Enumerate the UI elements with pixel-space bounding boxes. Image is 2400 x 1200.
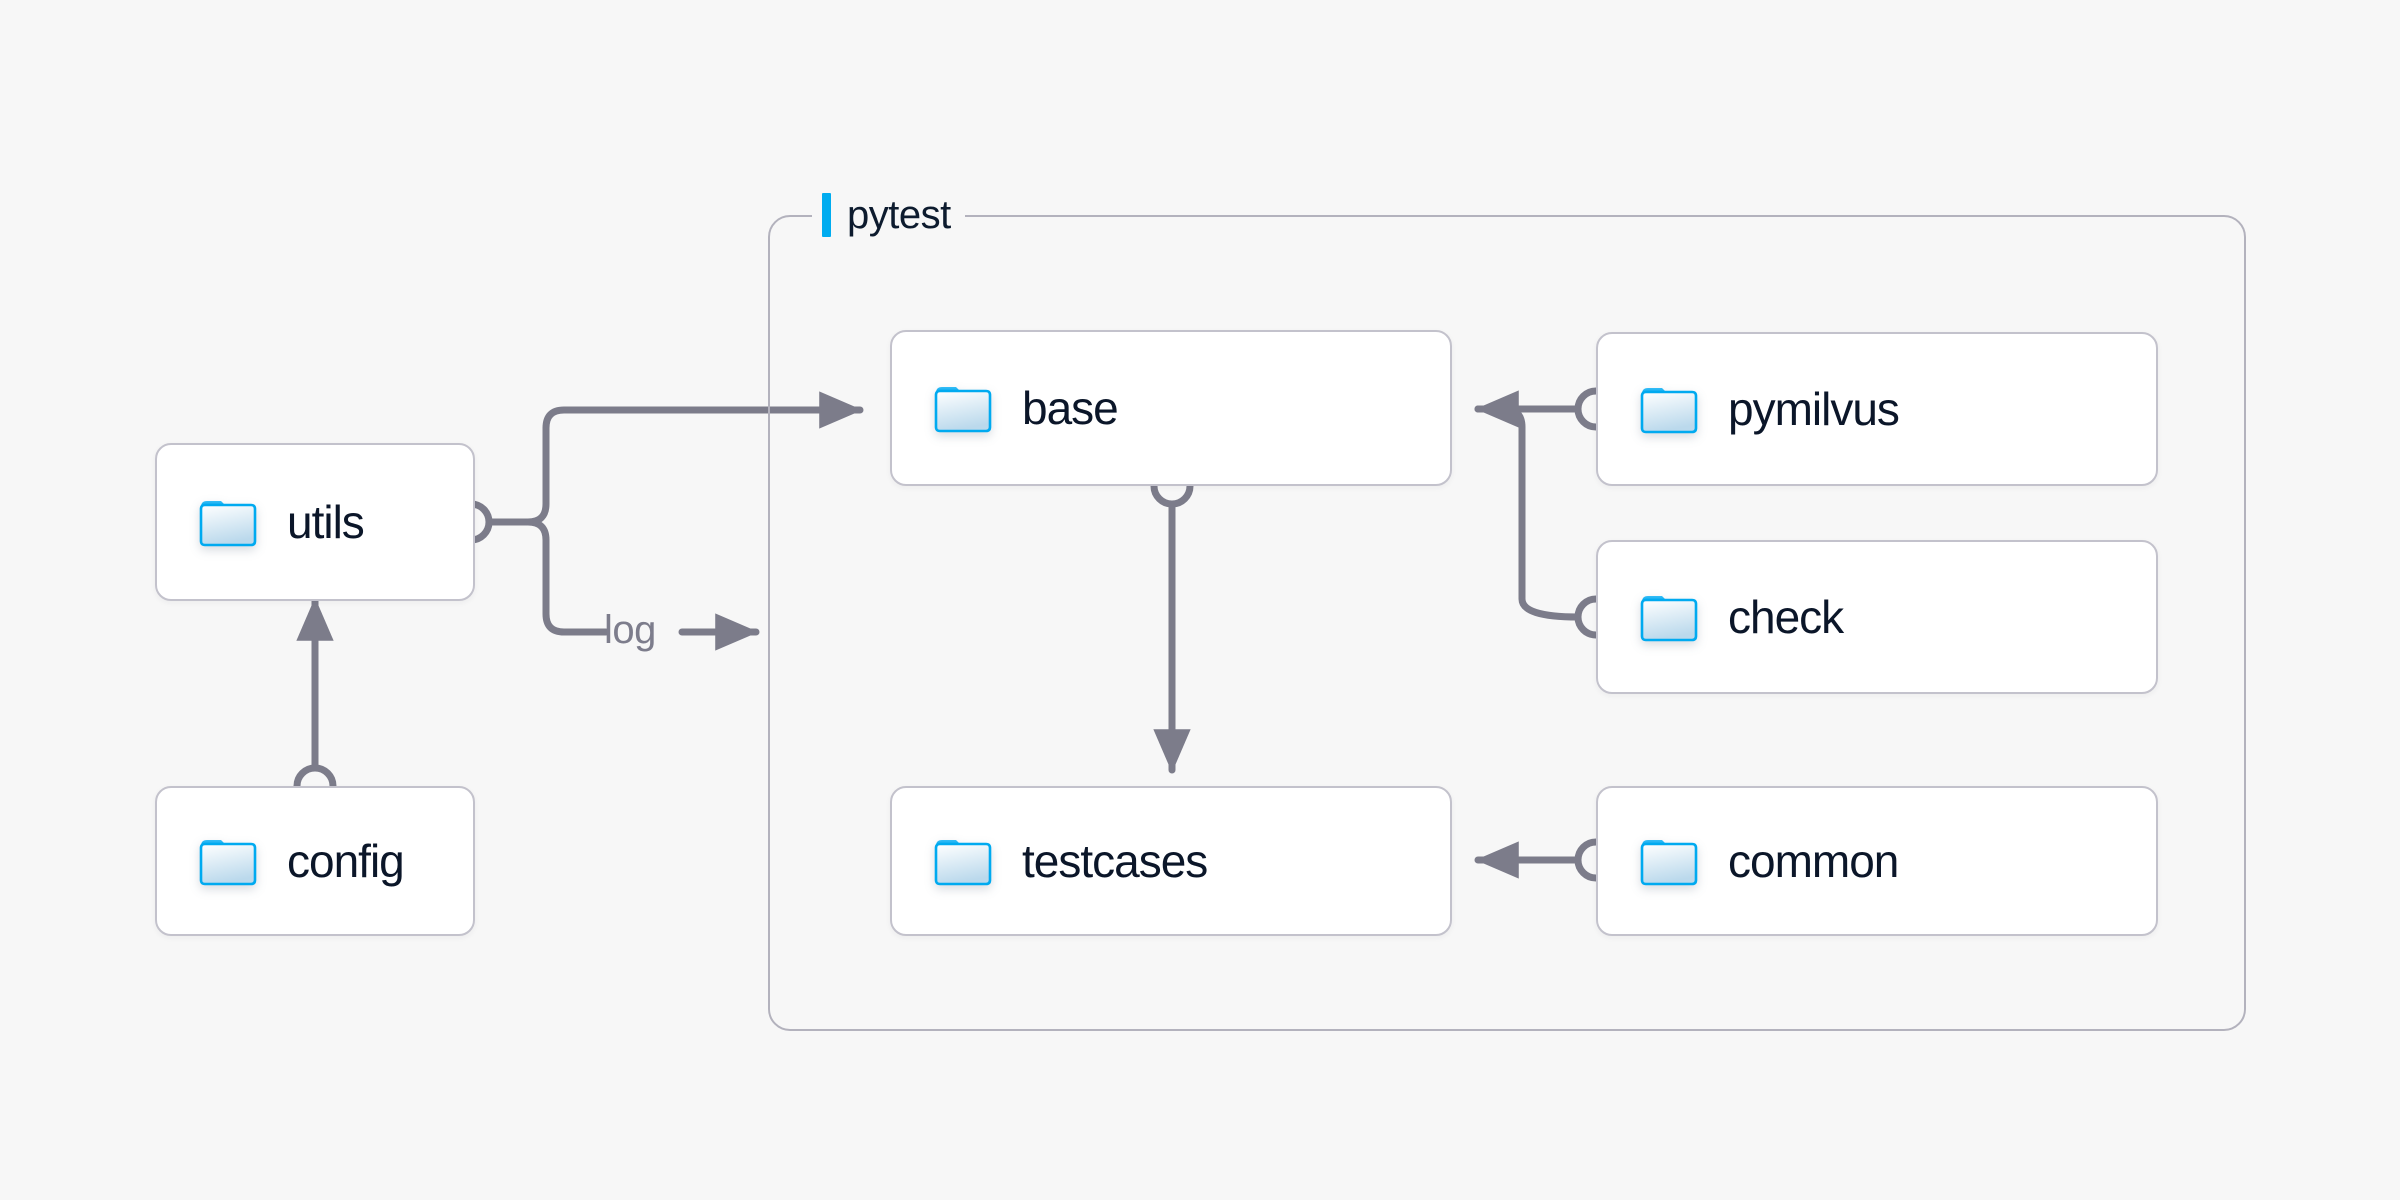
node-check-label: check (1728, 591, 1844, 643)
node-common[interactable]: common (1596, 786, 2158, 936)
node-utils[interactable]: utils (155, 443, 475, 601)
pytest-group-label: pytest (812, 188, 965, 242)
edge-label-log: log (604, 608, 656, 652)
folder-icon (1640, 384, 1698, 434)
pytest-group-frame (768, 215, 2246, 1031)
node-base-label: base (1022, 382, 1119, 434)
accent-bar-icon (822, 193, 831, 237)
node-check[interactable]: check (1596, 540, 2158, 694)
node-config-label: config (287, 835, 405, 887)
folder-icon (1640, 836, 1698, 886)
node-pymilvus-label: pymilvus (1728, 383, 1900, 435)
folder-icon (934, 383, 992, 433)
edge-utils-to-pytest-log (524, 518, 610, 636)
folder-icon (199, 497, 257, 547)
folder-icon (199, 836, 257, 886)
node-pymilvus[interactable]: pymilvus (1596, 332, 2158, 486)
folder-icon (934, 836, 992, 886)
node-config[interactable]: config (155, 786, 475, 936)
pytest-group-label-text: pytest (847, 192, 951, 237)
node-testcases-label: testcases (1022, 835, 1208, 887)
node-base[interactable]: base (890, 330, 1452, 486)
node-testcases[interactable]: testcases (890, 786, 1452, 936)
node-common-label: common (1728, 835, 1899, 887)
folder-icon (1640, 592, 1698, 642)
node-utils-label: utils (287, 496, 365, 548)
